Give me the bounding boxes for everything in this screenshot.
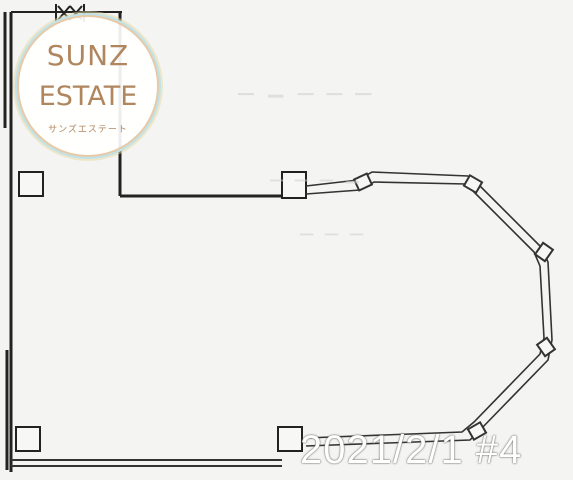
faint-background-scribble: ─ ─ ─ [299, 222, 366, 248]
logo-line-3: サンズエステート [48, 125, 128, 135]
faint-background-scribble: ─ ─ ─ ‒ [269, 168, 363, 194]
structural-columns [15, 171, 307, 452]
logo-line-1: SUNZ [46, 39, 130, 72]
left-outer-wall [3, 12, 13, 472]
faint-background-scribble: ─ ‒ ─ ─ ─ [236, 80, 374, 110]
column-upper-left [18, 171, 44, 197]
date-stamp: 2021/2/1 #4 [300, 428, 523, 472]
column-lower-right [277, 426, 303, 452]
logo-line-2: ESTATE [38, 81, 138, 112]
bottom-wall [11, 459, 282, 467]
bay-window-wall [305, 171, 553, 447]
door-hinge-marks [11, 4, 122, 22]
window-mullions [352, 172, 557, 442]
column-lower-left [15, 426, 41, 452]
column-upper-right [281, 171, 307, 199]
sunz-estate-logo: SUNZ ESTATE サンズエステート [19, 17, 157, 155]
